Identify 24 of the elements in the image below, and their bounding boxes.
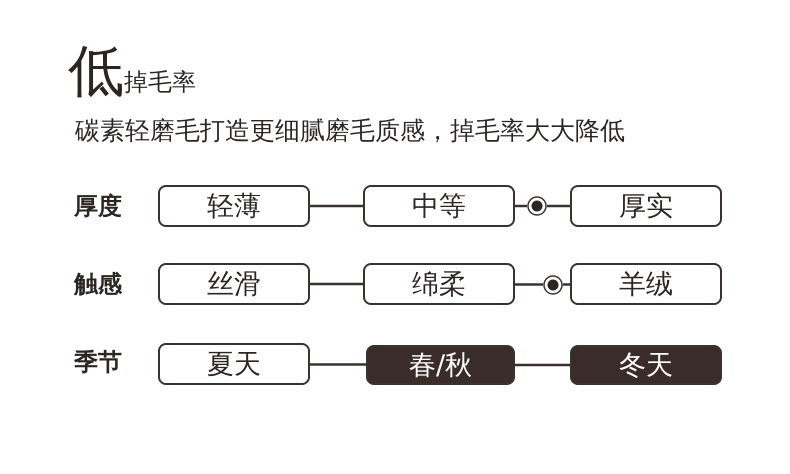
row-label: 触感	[74, 269, 122, 300]
row-label: 季节	[74, 347, 122, 378]
selector-dot	[527, 196, 547, 216]
option-box: 绵柔	[363, 263, 515, 305]
connector-line	[515, 204, 527, 208]
option-box: 丝滑	[158, 263, 310, 305]
option-box: 厚实	[570, 185, 722, 227]
selected-option-box: 冬天	[570, 345, 722, 385]
selector-dot	[543, 275, 563, 295]
option-box: 轻薄	[158, 185, 310, 227]
connector-line	[310, 204, 363, 208]
option-box: 夏天	[158, 343, 310, 385]
connector-line	[310, 363, 366, 366]
connector-line	[515, 364, 570, 366]
option-box: 羊绒	[570, 263, 722, 305]
connector-line	[310, 282, 363, 286]
connector-line	[547, 204, 570, 208]
selected-option-box: 春/秋	[366, 345, 515, 385]
connector-line	[563, 283, 570, 286]
option-box: 中等	[363, 185, 515, 227]
connector-line	[515, 283, 543, 286]
heading: 低掉毛率	[68, 40, 196, 106]
row-label: 厚度	[74, 191, 122, 222]
subheading: 碳素轻磨毛打造更细腻磨毛质感，掉毛率大大降低	[75, 115, 625, 147]
